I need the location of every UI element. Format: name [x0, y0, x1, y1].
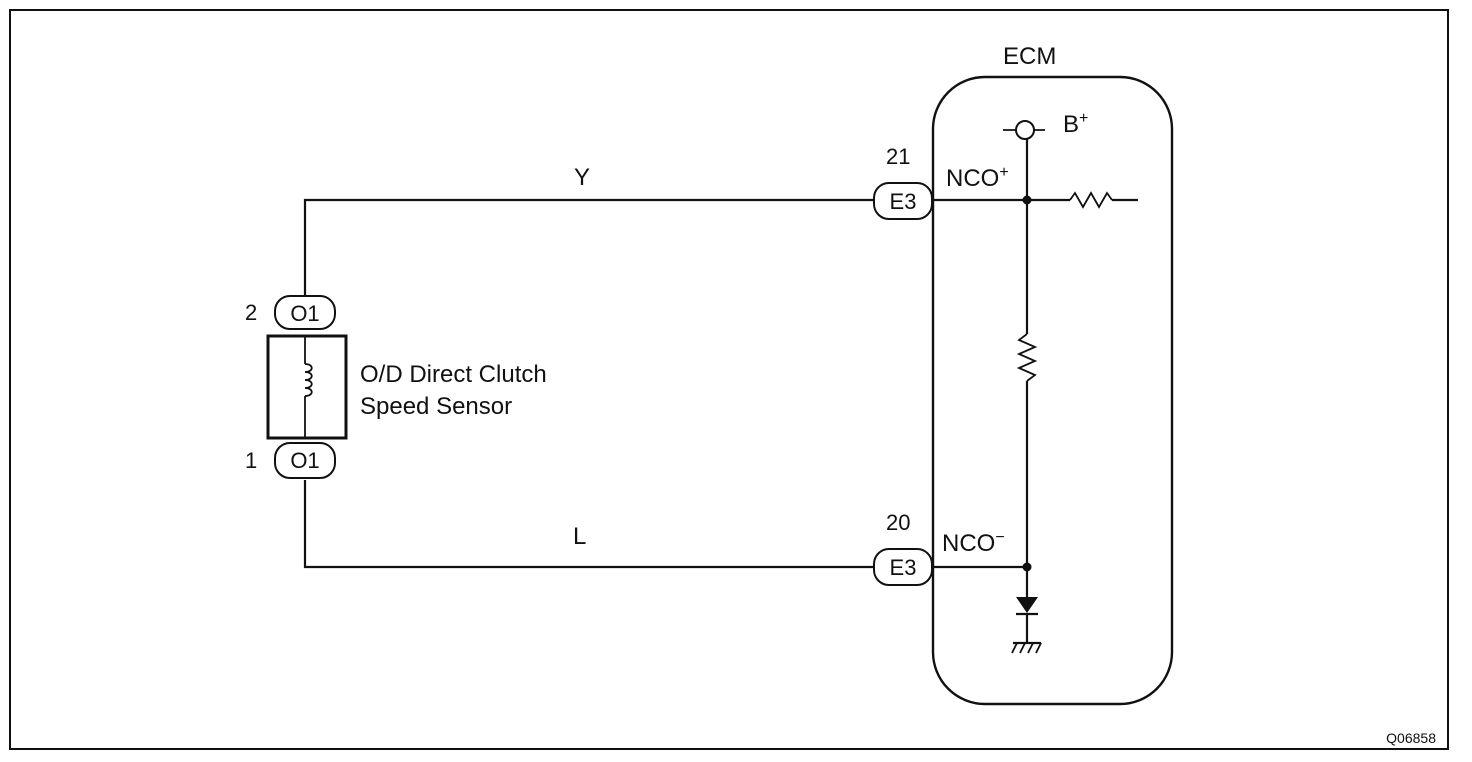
b-plus-label: B+: [1063, 110, 1088, 138]
ecm-box: [931, 75, 1174, 706]
series-resistor-icon: [1016, 333, 1038, 382]
pull-up-resistor-icon: [1069, 191, 1113, 209]
sensor-label-line2: Speed Sensor: [360, 393, 512, 420]
sensor-connector-bottom-label: O1: [290, 448, 319, 473]
ecm-connector-upper: [873, 182, 933, 220]
b-plus-supply-icon: [1015, 120, 1035, 140]
terminal-nco-plus-label: NCO+: [946, 164, 1009, 192]
sensor-pin-top-number: 2: [245, 300, 257, 325]
terminal-nco-minus-label: NCO−: [942, 529, 1005, 557]
figure-code: Q06858: [1386, 730, 1436, 746]
ecm-connector-upper-label: E3: [890, 189, 917, 214]
diode-icon: [1016, 597, 1038, 613]
sensor-connector-bottom: [274, 442, 336, 479]
ecm-title: ECM: [1003, 43, 1056, 70]
sensor-pin-bottom-number: 1: [245, 448, 257, 473]
diagram-frame: [9, 9, 1449, 750]
sensor-coil-icon: [304, 363, 313, 397]
lower-pin-number: 20: [886, 510, 910, 535]
sensor-label-line1: O/D Direct Clutch: [360, 361, 547, 388]
upper-pin-number: 21: [886, 144, 910, 169]
upper-wire: [303, 198, 875, 306]
junction-dot-upper: [1022, 195, 1032, 205]
ecm-connector-lower: [873, 548, 933, 586]
sensor-connector-top-label: O1: [290, 301, 319, 326]
lower-wire: [303, 480, 875, 569]
ecm-connector-lower-label: E3: [890, 555, 917, 580]
ground-icon: [1011, 641, 1042, 654]
upper-wire-color-code: Y: [574, 164, 590, 191]
lower-wire-color-code: L: [573, 523, 586, 550]
sensor-connector-top: [274, 295, 336, 330]
